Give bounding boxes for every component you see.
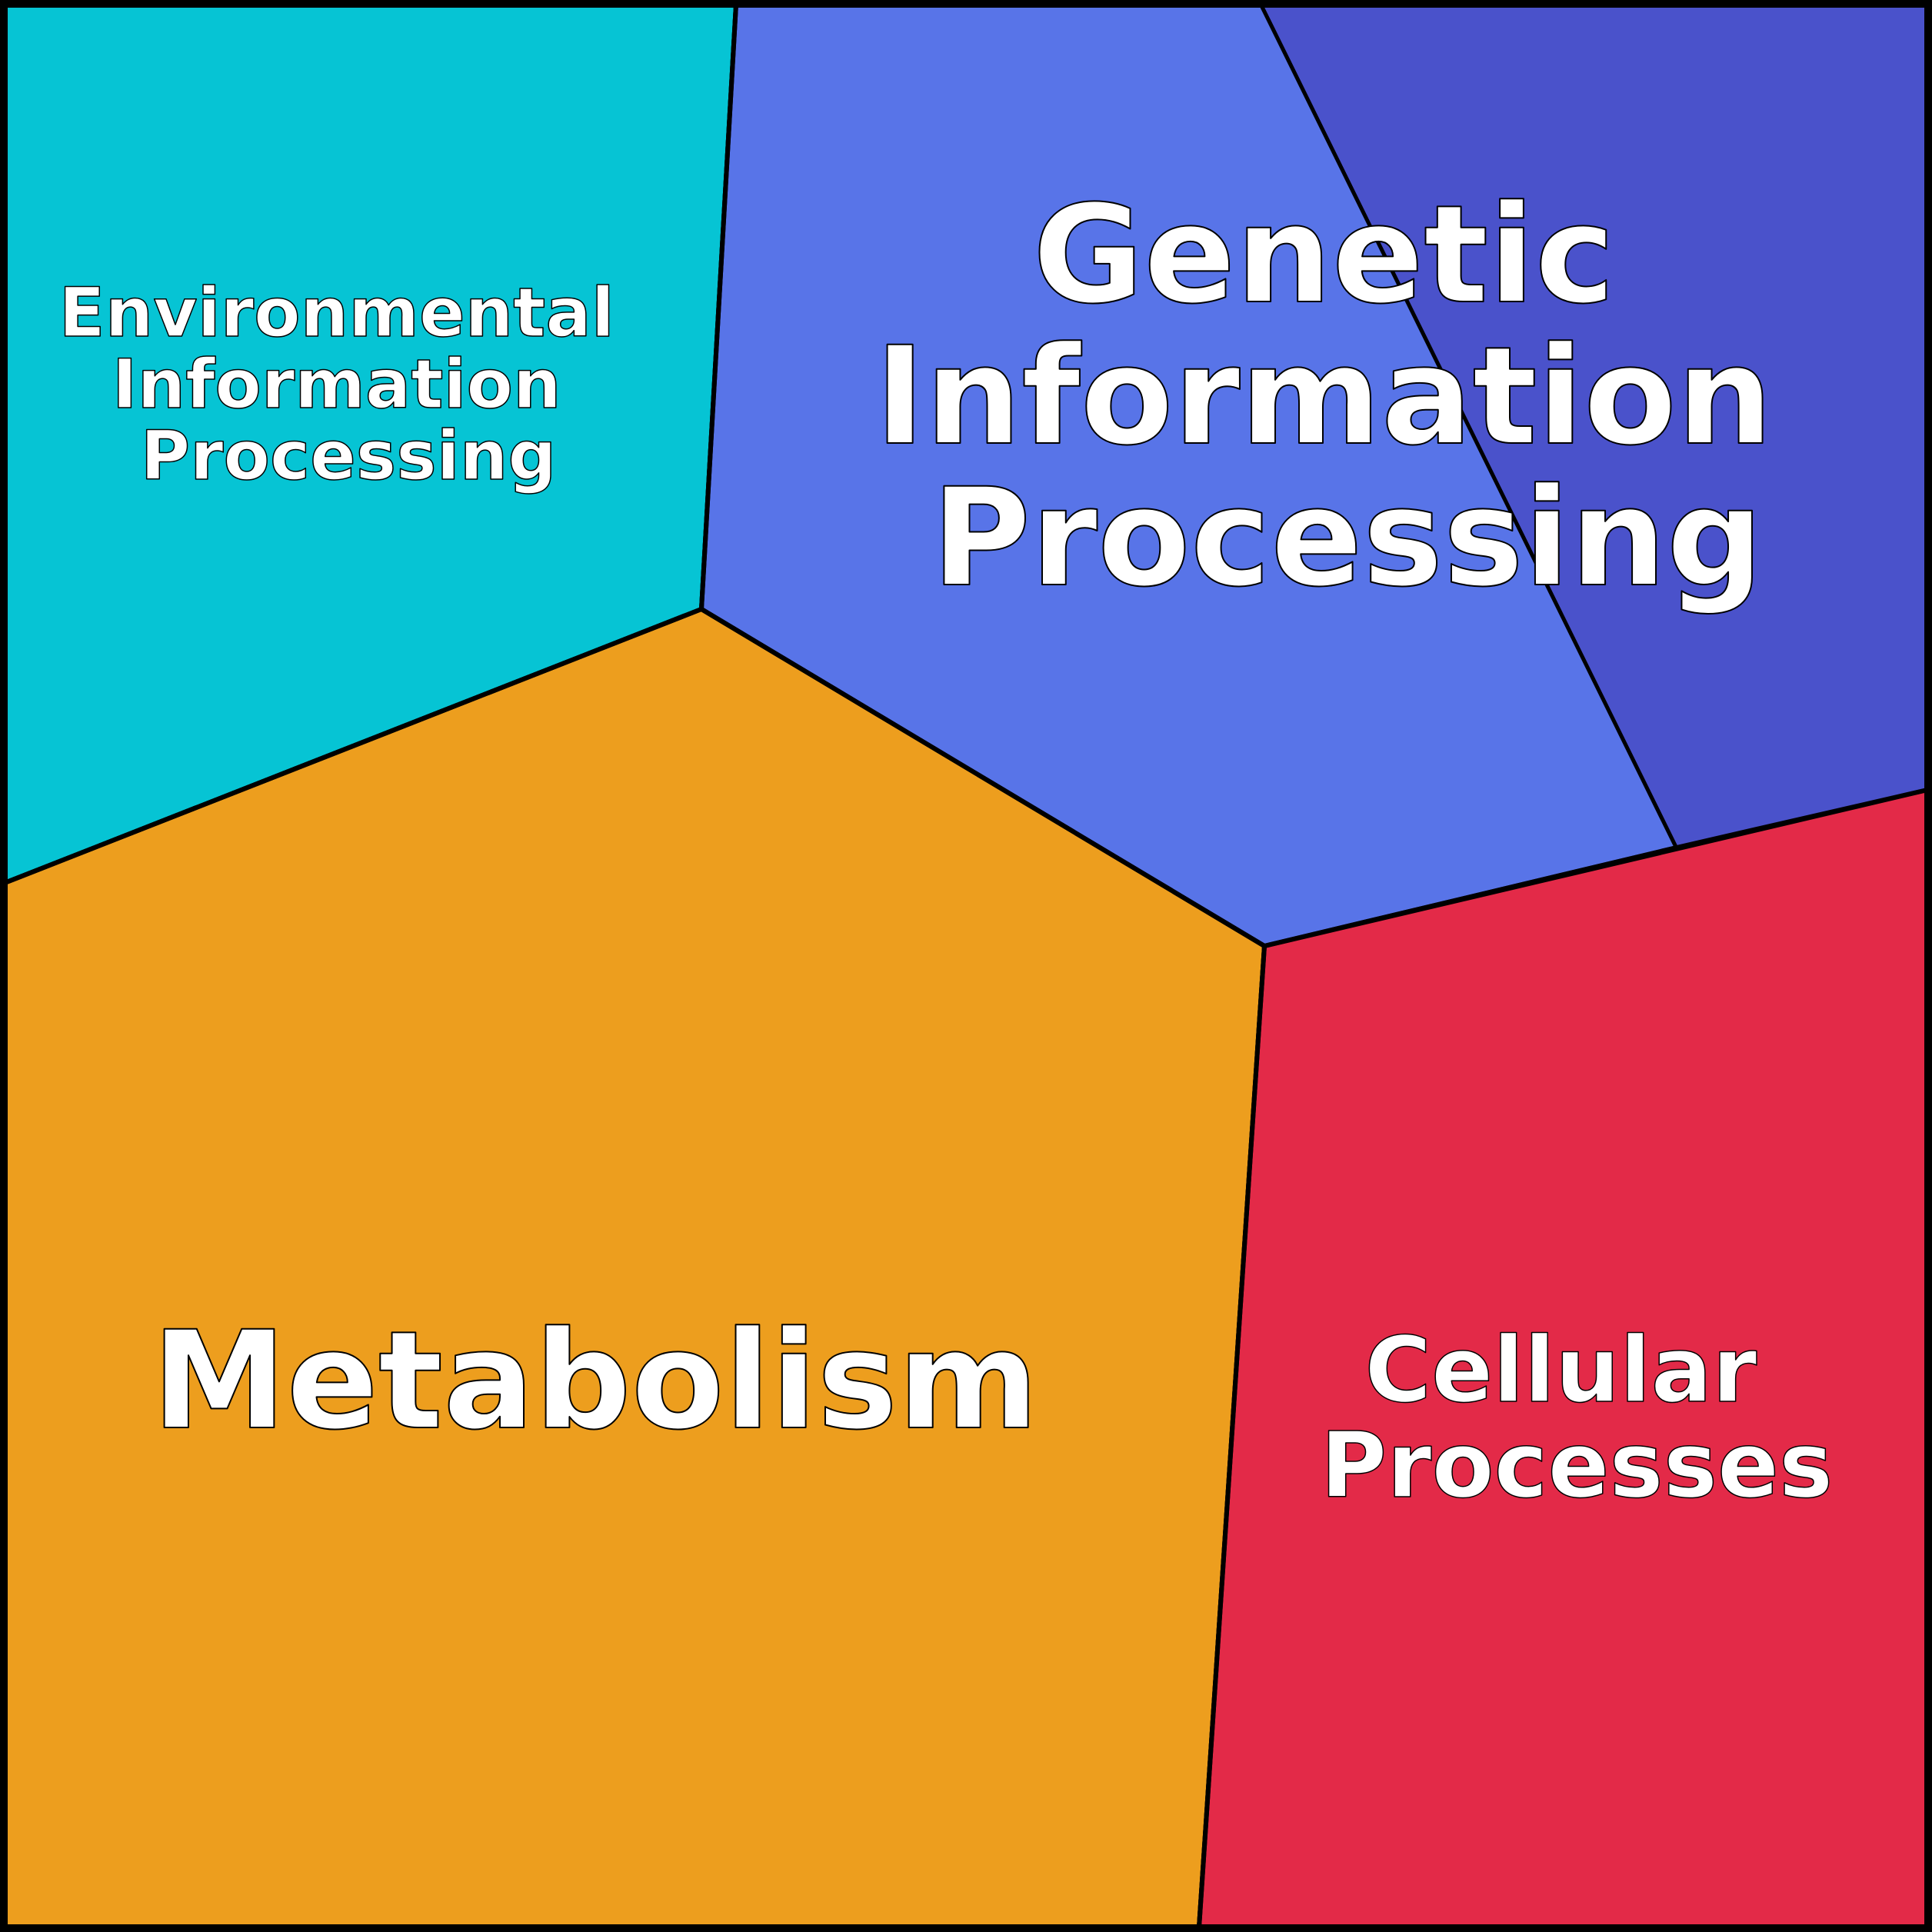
label-environmental-line2: Information	[112, 345, 561, 424]
border-left	[3, 607, 703, 885]
border-main	[698, 4, 1267, 1928]
label-genetic: Genetic Information Processing	[874, 176, 1820, 617]
label-environmental-line3: Processing	[141, 416, 557, 495]
label-genetic-line3: Processing	[931, 459, 1764, 617]
label-cellular-line2: Processes	[1321, 1412, 1833, 1518]
label-environmental-line1: Environmental	[58, 273, 614, 352]
border-genetic-sub	[1260, 4, 1678, 848]
label-cellular: Cellular Processes	[1321, 1317, 1833, 1518]
label-genetic-line1: Genetic	[1033, 176, 1615, 334]
border-right	[1264, 788, 1928, 948]
label-cellular-line1: Cellular	[1365, 1317, 1757, 1423]
label-metabolism-line1: Metabolism	[152, 1302, 1038, 1460]
label-metabolism: Metabolism	[152, 1302, 1038, 1460]
label-environmental: Environmental Information Processing	[58, 273, 638, 495]
label-genetic-line2: Information	[874, 318, 1773, 475]
